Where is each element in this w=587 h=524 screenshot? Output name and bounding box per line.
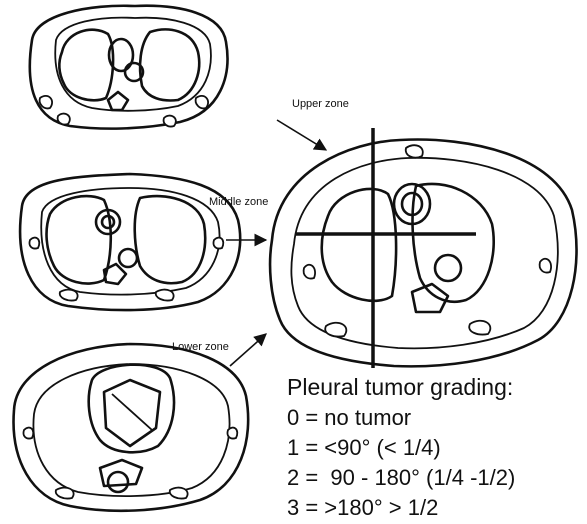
grade-item: 0 = no tumor	[287, 404, 515, 434]
grade-item: 2 = 90 - 180° (1/4 -1/2)	[287, 464, 515, 494]
grading-list: 0 = no tumor 1 = <90° (< 1/4) 2 = 90 - 1…	[287, 404, 515, 524]
grading-title: Pleural tumor grading:	[287, 372, 513, 402]
lower-zone-arrow	[230, 334, 266, 366]
middle-zone-label: Middle zone	[209, 196, 268, 208]
upper-zone-label: Upper zone	[292, 98, 349, 110]
lower-zone-label: Lower zone	[172, 341, 229, 353]
middle-zone-slice	[20, 174, 240, 310]
grade-item: 3 = >180° > 1/2	[287, 494, 515, 524]
large-zone-slice	[270, 140, 576, 367]
upper-zone-arrow	[277, 120, 326, 150]
upper-zone-slice	[30, 6, 228, 129]
grade-item: 1 = <90° (< 1/4)	[287, 434, 515, 464]
lower-zone-slice	[14, 344, 249, 511]
